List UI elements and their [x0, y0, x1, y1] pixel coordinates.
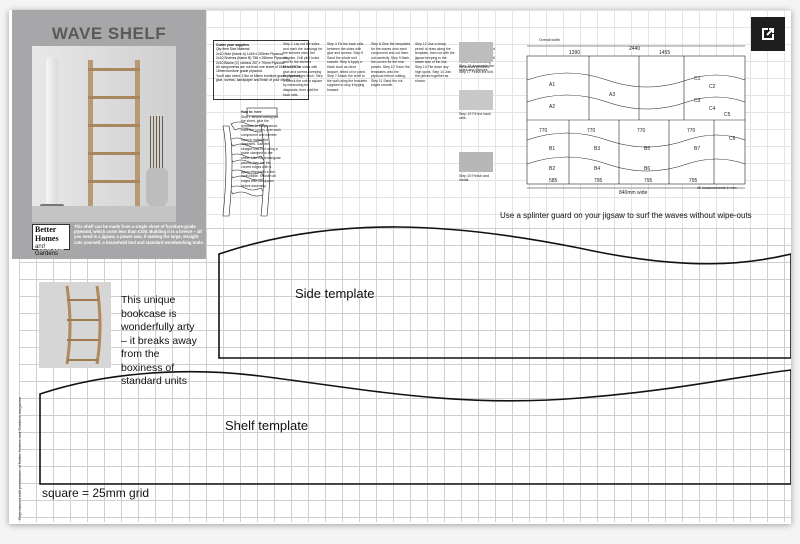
part-label: C5 — [724, 112, 731, 118]
part-label: A2 — [549, 104, 555, 110]
document-page: WAVE SHELF Better Homes and Gardens — [9, 10, 791, 524]
vase-image — [146, 168, 168, 208]
part-label: B1 — [549, 146, 555, 152]
step-photo — [459, 42, 493, 62]
photo-caption: Step 19 Fit the back rails. — [459, 112, 491, 120]
part-label: B5 — [644, 146, 650, 152]
part-label: B7 — [694, 146, 700, 152]
supplies-row: 2x10 Backs (C) various 257 x 70mm Plywoo… — [216, 60, 285, 65]
step-text: Step 2 Lay out the sides and mark the ho… — [283, 42, 323, 97]
supplies-table: Cutter your supplies Qty Item Size Mater… — [213, 40, 309, 100]
step-column-5: Step 12 Use a sharp pencil to draw along… — [415, 42, 455, 83]
step-column-1: How to: here Step 1 Before cutting out t… — [241, 110, 281, 188]
step-text: Step 8 Glue the templates for the waves … — [371, 42, 411, 88]
also-need-text: You'll also need: 2.5m of 18mm furniture… — [216, 73, 301, 83]
page-title: WAVE SHELF — [51, 24, 167, 43]
step-column-4: Step 8 Glue the templates for the waves … — [371, 42, 411, 88]
step-column-2: Step 2 Lay out the sides and mark the ho… — [283, 42, 323, 97]
part-label: C3 — [694, 98, 701, 104]
part-label: B2 — [549, 166, 555, 172]
part-label: B6 — [644, 166, 650, 172]
step-text: Step 4 Fix the back rails between the si… — [327, 42, 367, 92]
pull-quote: This unique bookcase is wonderfully arty… — [121, 294, 197, 387]
diagram-top-label: Overall width — [539, 38, 560, 42]
supplies-row: All components are cut from one sheet of… — [216, 65, 301, 74]
twig-decoration-image — [150, 116, 164, 170]
dimension-label: 770 — [539, 128, 548, 134]
template-grid — [19, 228, 791, 522]
diagram-note: All measurements in mm — [697, 186, 737, 190]
issue-date: JUNE 2002 — [38, 246, 64, 252]
part-label: C2 — [709, 84, 716, 90]
dimension-label: 770 — [587, 128, 596, 134]
step-photo — [459, 90, 493, 110]
supplies-row: Qty Item Size Material — [216, 47, 250, 52]
photo-caption: Step 18 Assemble the sides and shelves. — [459, 64, 494, 72]
dimension-label: 2440 — [629, 46, 640, 52]
supplies-row: 2x10 Side (frame A) 1445 x 250mm Plywood — [216, 51, 284, 56]
part-label: C4 — [709, 106, 716, 112]
how-to-heading: How to: here — [241, 110, 262, 114]
floor-lamp-image — [46, 56, 58, 206]
credit-text: Reproduced with permission of Better Hom… — [17, 396, 22, 520]
dimension-label: 795 — [689, 178, 698, 184]
step-text: Step 1 Before cutting out the sheet, glu… — [241, 114, 281, 188]
dimension-label: 795 — [594, 178, 603, 184]
step-column-3: Step 4 Fix the back rails between the si… — [327, 42, 367, 93]
bookcase-thumbnail — [39, 282, 111, 368]
dimension-label: 1390 — [569, 50, 580, 56]
part-label: C1 — [694, 76, 701, 82]
shelf-template-outline — [39, 369, 791, 485]
grid-scale-note: square = 25mm grid — [42, 486, 150, 500]
exploded-diagram — [222, 107, 278, 217]
step-photo — [459, 152, 493, 172]
magazine-logo: Better Homes and Gardens — [32, 224, 70, 257]
side-template-outline — [218, 226, 791, 359]
open-external-button[interactable] — [751, 17, 785, 51]
supplies-row: 2x10 Shelves (frame B) 756 x 250mm Plywo… — [216, 56, 287, 61]
dimension-label: 795 — [644, 178, 653, 184]
cutting-diagram: 2440 1390 1455 770 770 770 770 A1 A2 A3 … — [526, 45, 746, 196]
step-text: Step 12 Use a sharp pencil to draw along… — [415, 42, 455, 83]
dimension-label: 770 — [687, 128, 696, 134]
photo-caption: Step 20 Finish and install. — [459, 174, 489, 182]
shelf-template-label: Shelf template — [225, 418, 309, 433]
part-label: C6 — [729, 136, 736, 142]
wave-shelf-image — [88, 60, 140, 216]
side-template-label: Side template — [295, 286, 375, 301]
shelf-photo — [32, 46, 176, 222]
dimension-label: 840mm wide — [619, 190, 648, 196]
supplies-title: Cutter your supplies — [216, 43, 249, 47]
dimension-label: 585 — [549, 178, 558, 184]
external-link-icon — [762, 28, 774, 40]
vertical-credit: Reproduced with permission of Better Hom… — [9, 310, 27, 520]
part-label: A1 — [549, 82, 555, 88]
jigsaw-tip: Use a splinter guard on your jigsaw to s… — [500, 211, 752, 220]
title-panel: WAVE SHELF Better Homes and Gardens — [12, 10, 206, 259]
dimension-label: 1455 — [659, 50, 670, 56]
part-label: A3 — [609, 92, 615, 98]
dimension-label: 770 — [637, 128, 646, 134]
intro-text: This shelf can be made from a single she… — [74, 224, 204, 245]
part-label: B4 — [594, 166, 600, 172]
part-label: B3 — [594, 146, 600, 152]
